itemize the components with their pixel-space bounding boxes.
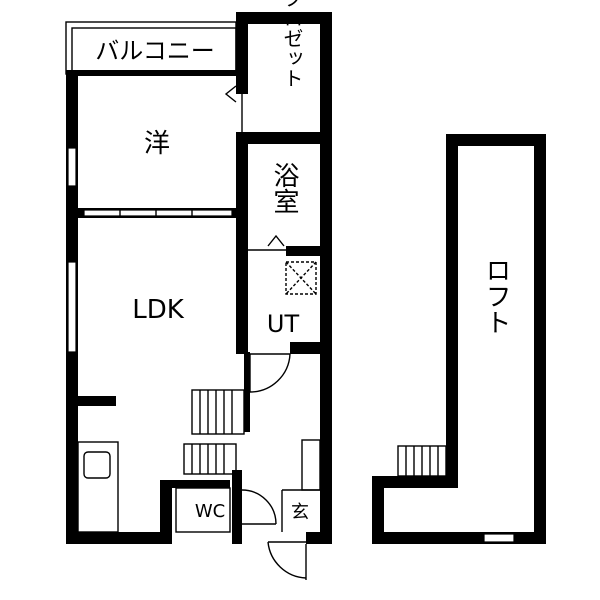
loft-wall-right: [534, 134, 546, 544]
closet-label: クロゼット: [280, 0, 304, 88]
hall-door-swing: [249, 353, 291, 393]
washer-space: [285, 261, 317, 295]
bathroom: 浴室: [236, 132, 332, 256]
loft-bottom-window: [483, 533, 515, 543]
balcony-sill: [66, 70, 236, 76]
ldk-stairs-lower: [183, 443, 237, 475]
shoe-cabinet: [301, 439, 321, 491]
wc-wall-right: [232, 470, 242, 544]
kitchen-sink: [83, 451, 111, 479]
western-room: 洋: [66, 129, 248, 218]
loft-wall-step: [372, 476, 458, 488]
main-unit: バルコニー クロゼット 洋 浴室: [65, 0, 332, 580]
ldk-label: LDK: [132, 295, 185, 325]
ldk-room: LDK: [66, 261, 245, 533]
outer-wall-top-closet: [236, 12, 332, 24]
utility-wall-left: [236, 254, 248, 354]
kitchen-counter: [77, 441, 119, 533]
loft-wall-left-lower: [372, 476, 384, 544]
balcony-label: バルコニー: [95, 37, 215, 65]
loft-wall-bottom: [372, 532, 546, 544]
utility-room: UT: [236, 254, 332, 354]
ldk-side-window: [67, 261, 77, 353]
closet-door-swing: [224, 85, 237, 103]
washer-diagonal-2: [285, 261, 317, 295]
wc-inner: [175, 487, 231, 533]
closet: クロゼット: [224, 0, 332, 144]
closet-wall-left: [236, 12, 248, 94]
bath-wall-bottom: [286, 246, 332, 256]
ldk-stub-wall: [66, 396, 116, 406]
loft-label: ロフト: [481, 257, 511, 335]
wc-door-swing: [241, 489, 277, 525]
loft-unit: ロフト: [372, 134, 546, 544]
western-room-label: 洋: [144, 129, 170, 159]
bath-wall-left: [236, 132, 248, 254]
entrance-label: 玄: [291, 502, 309, 523]
loft-stairs: [397, 445, 457, 477]
wc-label: WC: [195, 501, 225, 522]
outer-wall-bottom-right: [306, 532, 332, 544]
outer-wall-bottom-left: [66, 532, 166, 544]
loft-wall-left-upper: [446, 134, 458, 480]
ldk-stairs-upper: [191, 389, 245, 435]
closet-wall-bottom: [236, 132, 332, 144]
balcony: バルコニー: [65, 21, 237, 76]
bath-door-swing: [267, 234, 285, 247]
hall-partition-wall: [244, 352, 250, 432]
western-room-window-strip: [83, 209, 233, 217]
outer-wall-right: [320, 12, 332, 544]
loft-wall-top: [446, 134, 546, 146]
utility-label: UT: [267, 310, 300, 338]
bath-label-1: 浴室: [269, 162, 299, 214]
utility-wall-bottom: [290, 342, 332, 354]
western-room-side-window: [67, 147, 77, 187]
wc-wall-left: [160, 480, 172, 544]
wc-wall-top: [160, 480, 230, 488]
toilet-room: WC: [160, 470, 242, 544]
entry-door-swing: [267, 541, 307, 579]
entrance: 玄: [241, 439, 321, 580]
